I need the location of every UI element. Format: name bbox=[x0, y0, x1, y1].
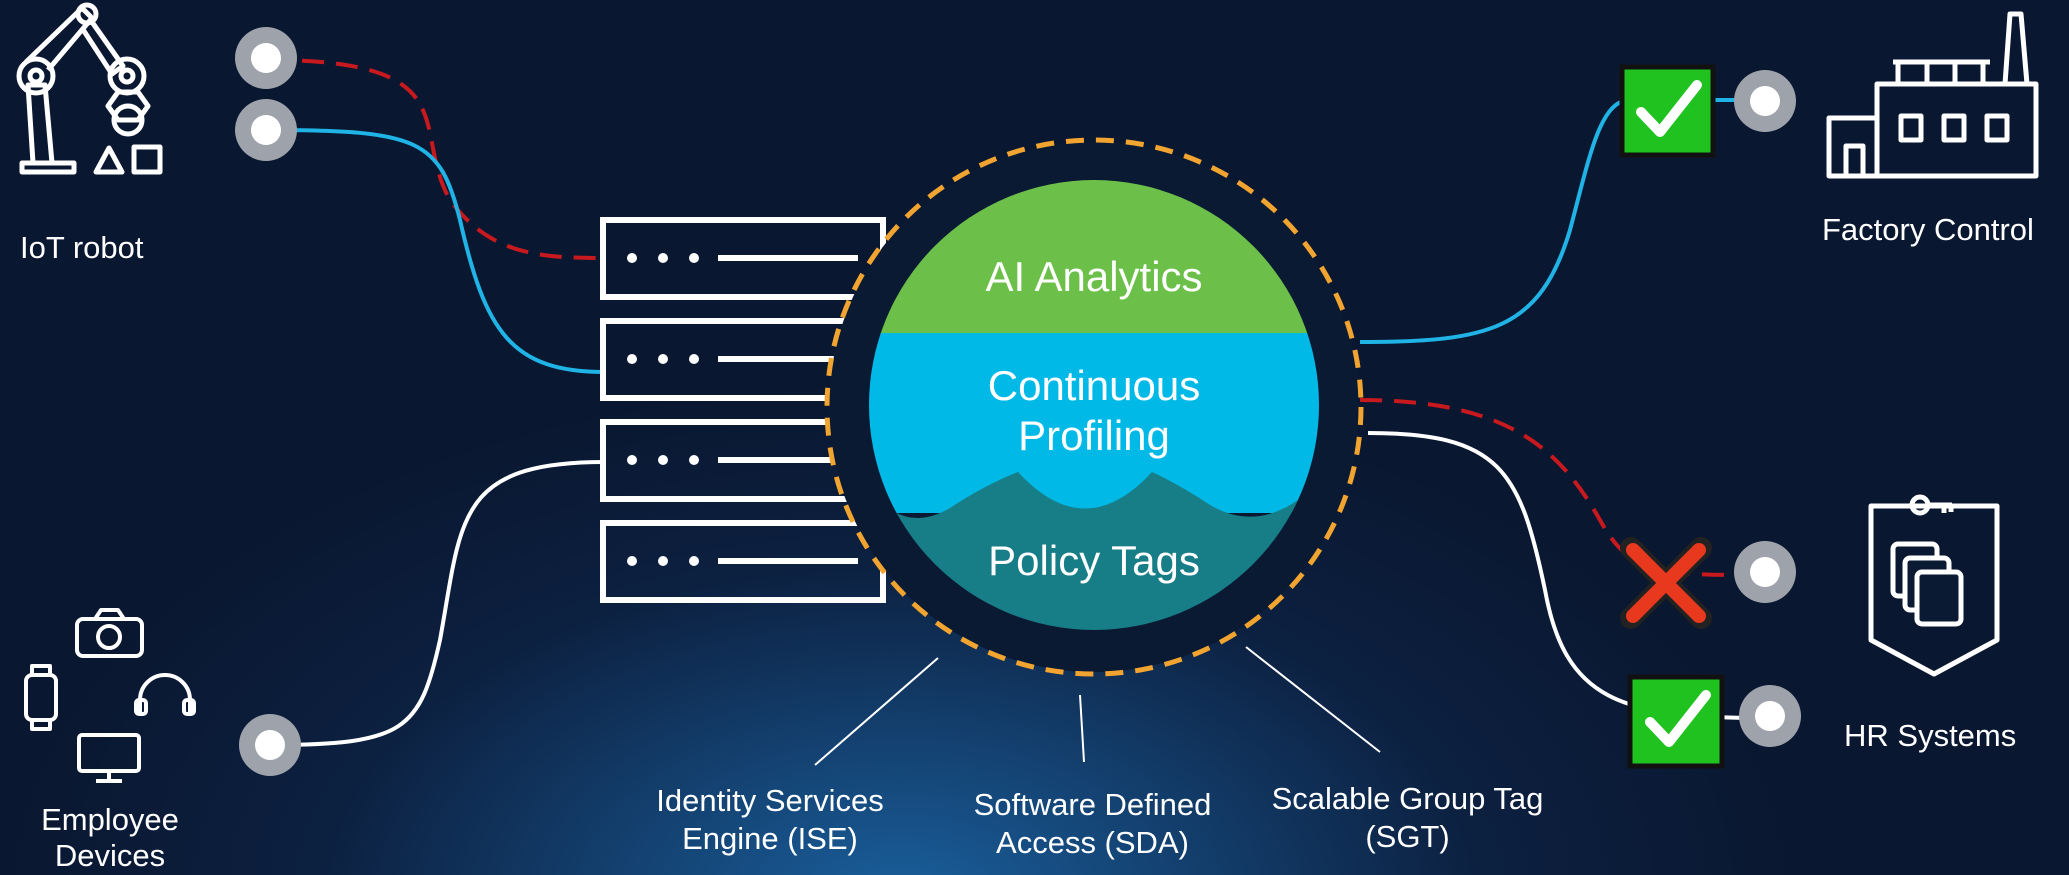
center-layers bbox=[869, 180, 1319, 630]
factory-connection bbox=[1359, 98, 1760, 344]
employee-devices-label: Employee Devices bbox=[25, 802, 195, 874]
sgt-callout-line bbox=[1245, 646, 1381, 753]
endpoint-node bbox=[235, 99, 297, 161]
watch-icon bbox=[24, 673, 58, 722]
iot-denied-connection bbox=[267, 58, 606, 260]
sda-label: Software Defined Access (SDA) bbox=[973, 787, 1212, 860]
ai-analytics-label: AI Analytics bbox=[985, 253, 1203, 300]
check-icon bbox=[1619, 64, 1716, 158]
endpoint-node bbox=[239, 714, 301, 776]
employee-devices-text: Employee Devices bbox=[41, 802, 179, 873]
ise-label: Identity Services Engine (ISE) bbox=[656, 783, 884, 856]
endpoint-node bbox=[1739, 685, 1801, 747]
devices-icon bbox=[24, 608, 196, 783]
factory-icon bbox=[1826, 11, 2039, 179]
policy-tags-label: Policy Tags bbox=[988, 537, 1200, 584]
profiling-layer bbox=[869, 333, 1319, 513]
policy-layer bbox=[869, 470, 1319, 630]
camera-icon bbox=[75, 617, 144, 658]
ise-callout-line bbox=[814, 657, 939, 766]
iot-allowed-connection bbox=[267, 128, 606, 374]
headphones-icon bbox=[138, 673, 192, 713]
endpoint-node bbox=[1734, 70, 1796, 132]
server-indicators bbox=[627, 253, 858, 566]
secure-documents-icon bbox=[1868, 494, 2000, 677]
sda-callout-line bbox=[1079, 694, 1085, 763]
endpoint-node bbox=[1734, 541, 1796, 603]
iot-robot-label: IoT robot bbox=[20, 230, 144, 265]
hr-systems-label: HR Systems bbox=[1844, 718, 2017, 753]
endpoint-node bbox=[235, 27, 297, 89]
employee-connection bbox=[269, 460, 606, 747]
cross-icon bbox=[1620, 537, 1712, 629]
monitor-icon bbox=[77, 733, 141, 773]
check-icon bbox=[1627, 674, 1725, 769]
factory-control-label: Factory Control bbox=[1822, 212, 2034, 247]
dashed-ring bbox=[824, 137, 1364, 677]
continuous-profiling-label: Continuous Profiling bbox=[987, 362, 1201, 459]
sgt-label: Scalable Group Tag (SGT) bbox=[1271, 781, 1544, 854]
robot-arm-icon bbox=[16, 2, 163, 175]
